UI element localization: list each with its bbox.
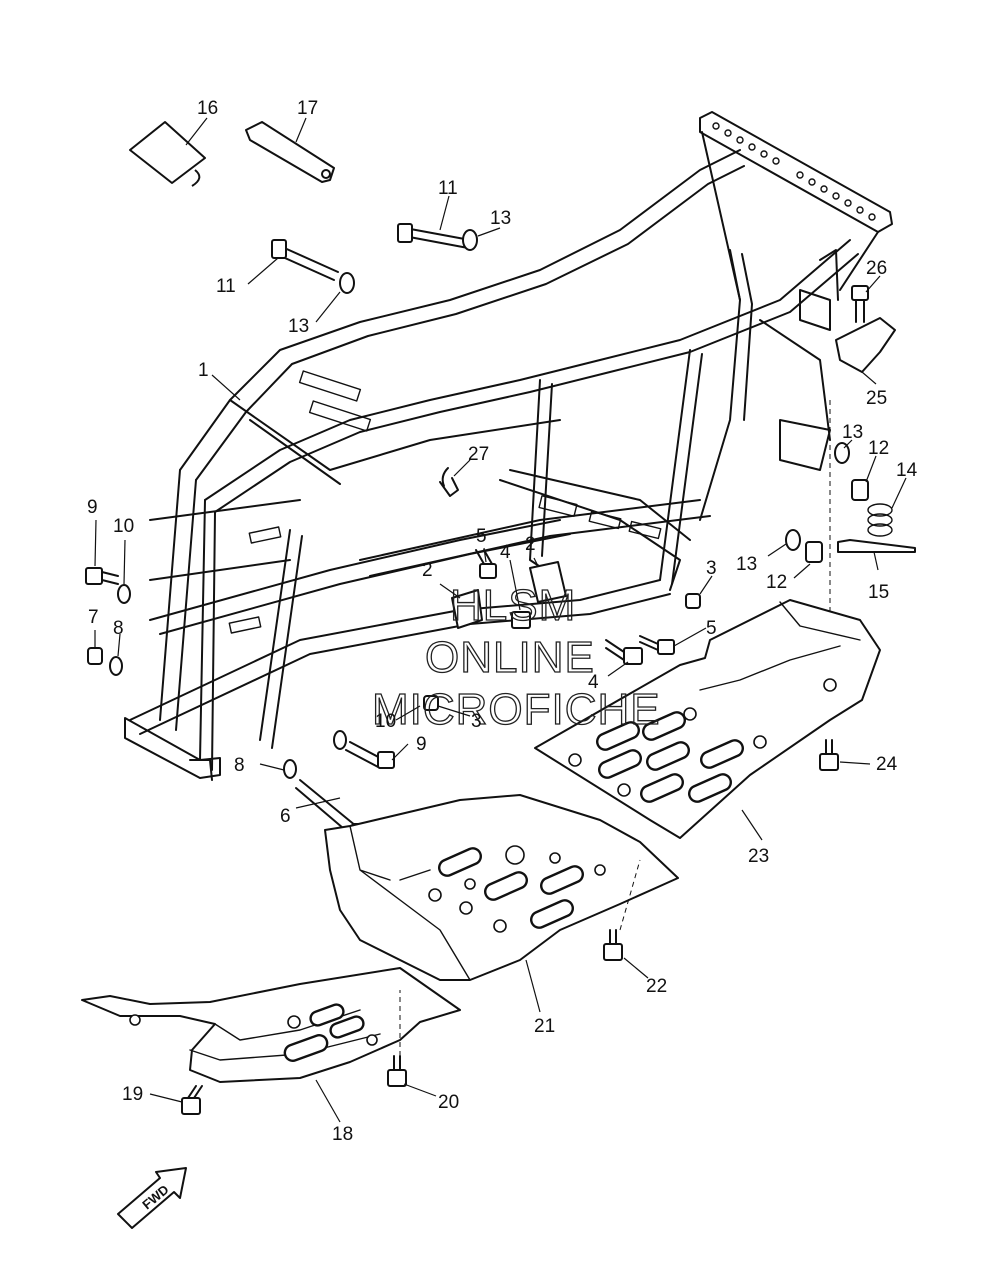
callout-11: 11 bbox=[216, 276, 236, 297]
callout-4: 4 bbox=[500, 542, 511, 563]
callout-10: 10 bbox=[113, 516, 134, 537]
callout-3: 3 bbox=[471, 711, 482, 732]
part-3-nut-right bbox=[685, 593, 701, 609]
part-12-nut-right bbox=[851, 479, 869, 501]
part-24-bolt bbox=[819, 739, 839, 771]
part-13-washer-right bbox=[834, 442, 850, 464]
callout-1: 1 bbox=[198, 360, 209, 381]
callout-15: 15 bbox=[868, 582, 889, 603]
callout-20: 20 bbox=[438, 1092, 459, 1113]
callout-25: 25 bbox=[866, 388, 887, 409]
callout-16: 16 bbox=[197, 98, 218, 119]
part-3-nut-lower bbox=[423, 695, 439, 711]
watermark-line-1: HLSM bbox=[450, 581, 576, 630]
callout-13: 13 bbox=[736, 554, 757, 575]
callout-8: 8 bbox=[113, 618, 124, 639]
callout-3: 3 bbox=[706, 558, 717, 579]
callout-6: 6 bbox=[280, 806, 291, 827]
part-17-pin bbox=[245, 121, 335, 183]
callout-13: 13 bbox=[490, 208, 511, 229]
part-8-washer-lower bbox=[283, 759, 297, 779]
part-11-bolt-left bbox=[271, 239, 339, 281]
callout-27: 27 bbox=[468, 444, 489, 465]
callout-11: 11 bbox=[438, 178, 458, 199]
callout-21: 21 bbox=[534, 1016, 555, 1037]
callout-26: 26 bbox=[866, 258, 887, 279]
part-7-nut bbox=[87, 647, 103, 665]
part-16-pad bbox=[129, 121, 206, 187]
part-15-tie bbox=[837, 539, 916, 553]
callout-23: 23 bbox=[748, 846, 769, 867]
callout-19: 19 bbox=[122, 1084, 143, 1105]
part-13-washer-upper bbox=[462, 229, 478, 251]
callout-5: 5 bbox=[706, 618, 717, 639]
fwd-arrow-icon: FWD bbox=[117, 1167, 187, 1229]
part-27-clip bbox=[439, 467, 459, 497]
part-10-washer-left bbox=[117, 584, 131, 604]
part-9-bolt-left bbox=[85, 567, 119, 585]
part-11-bolt-upper bbox=[397, 223, 471, 249]
callout-2: 2 bbox=[525, 534, 536, 555]
callout-5: 5 bbox=[476, 526, 487, 547]
callout-13: 13 bbox=[288, 316, 309, 337]
part-2-bracket-right bbox=[529, 561, 567, 603]
callout-7: 7 bbox=[88, 607, 99, 628]
part-26-bolt bbox=[851, 285, 869, 323]
callout-22: 22 bbox=[646, 976, 667, 997]
callout-4: 4 bbox=[588, 672, 599, 693]
callout-24: 24 bbox=[876, 754, 898, 775]
callout-12: 12 bbox=[868, 438, 889, 459]
part-21-guard bbox=[324, 794, 679, 981]
watermark-line-2: ONLINE bbox=[425, 633, 595, 682]
callout-2: 2 bbox=[422, 560, 433, 581]
callout-9: 9 bbox=[416, 734, 427, 755]
part-4-bolt-upper bbox=[511, 611, 531, 629]
callout-18: 18 bbox=[332, 1124, 353, 1145]
part-22-bolt bbox=[603, 929, 623, 961]
watermark-line-3: MICROFICHE bbox=[372, 685, 661, 734]
callout-17: 17 bbox=[297, 98, 318, 119]
part-23-guard bbox=[534, 599, 881, 839]
callout-8: 8 bbox=[234, 755, 245, 776]
part-14-grommet bbox=[867, 503, 893, 537]
callout-14: 14 bbox=[896, 460, 918, 481]
part-20-bolt bbox=[387, 1055, 407, 1087]
part-12-nut-lower bbox=[805, 541, 823, 563]
part-8-washer-left bbox=[109, 656, 123, 676]
part-4-bolt-lower bbox=[605, 639, 643, 665]
watermark: HLSM ONLINE MICROFICHE bbox=[371, 580, 661, 734]
part-5-bolt-upper bbox=[475, 549, 497, 579]
part-5-bolt-right bbox=[639, 635, 675, 655]
callout-10: 10 bbox=[375, 711, 396, 732]
part-10-washer-lower bbox=[333, 730, 347, 750]
part-2-bracket-left bbox=[451, 589, 483, 629]
part-13-washer-lower bbox=[785, 529, 801, 551]
callouts: 16 17 11 13 11 13 1 9 10 7 8 27 5 4 2 2 … bbox=[87, 98, 918, 1145]
callout-13: 13 bbox=[842, 422, 863, 443]
part-19-bolt bbox=[181, 1085, 203, 1115]
part-13-washer-left bbox=[339, 272, 355, 294]
part-18-guard bbox=[81, 967, 461, 1083]
leader-lines bbox=[94, 117, 907, 1123]
part-25-bracket bbox=[835, 317, 896, 373]
callout-12: 12 bbox=[766, 572, 787, 593]
part-9-bolt-lower bbox=[345, 741, 395, 769]
callout-9: 9 bbox=[87, 497, 98, 518]
